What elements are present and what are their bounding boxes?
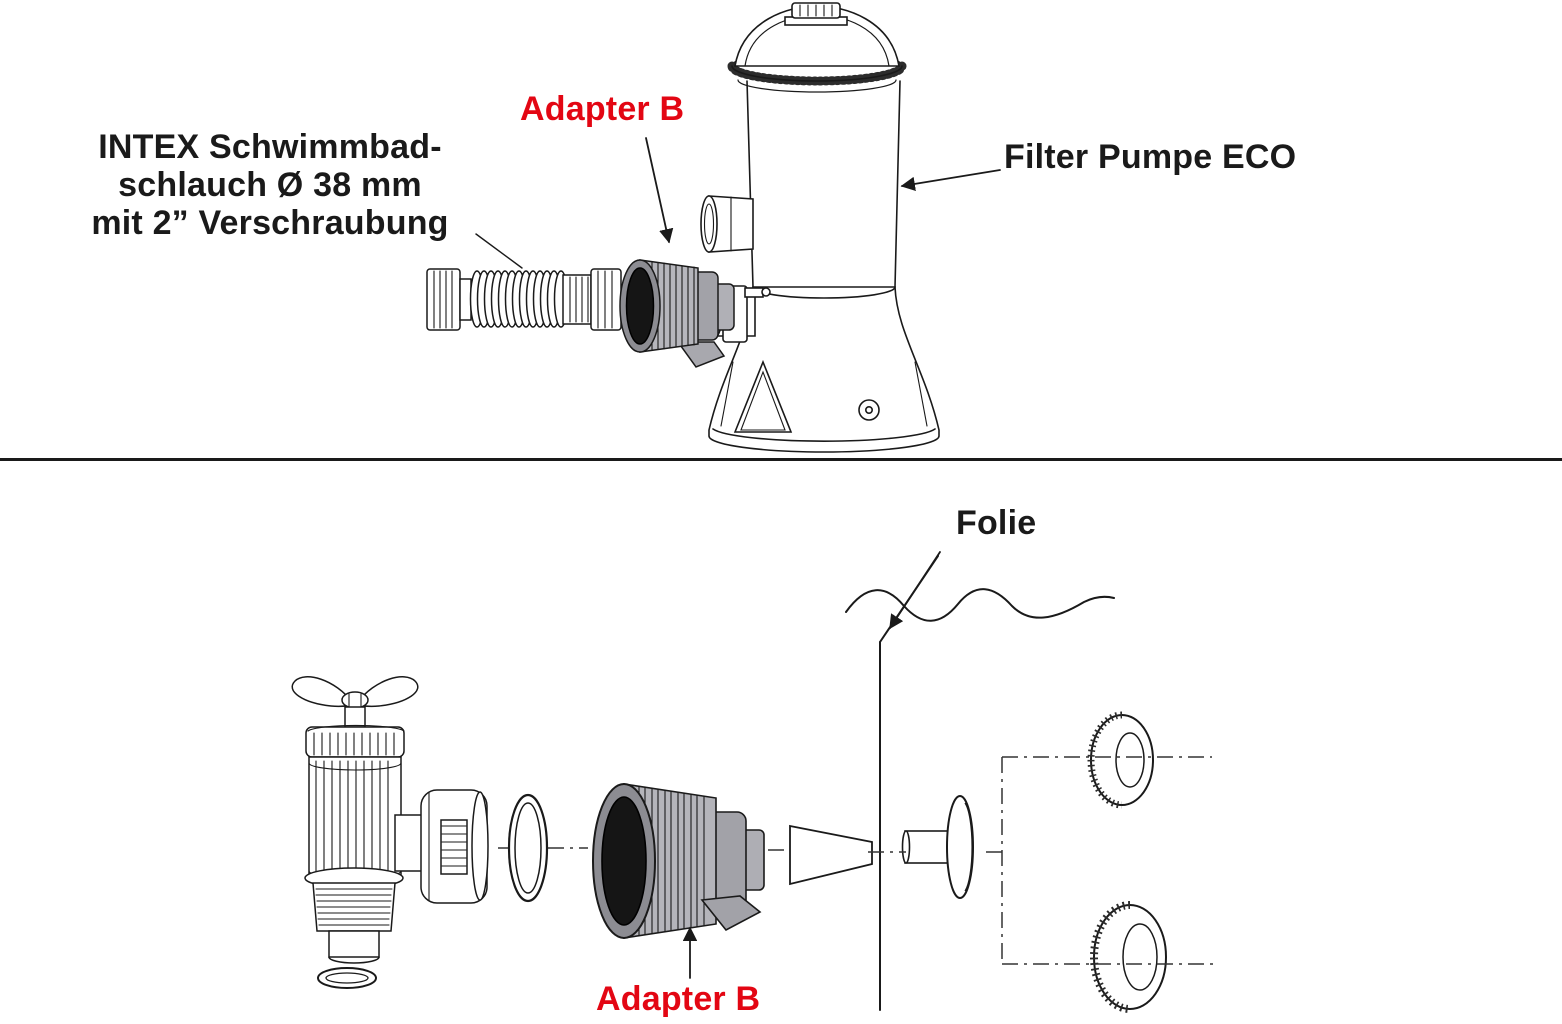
cone-fitting-drawing <box>789 824 873 886</box>
assembly-centerlines <box>498 756 1218 965</box>
gasket-drawing <box>507 793 549 903</box>
pool-hose-drawing <box>426 268 622 331</box>
adapter-b-top-arrow <box>645 137 674 244</box>
hose-label: INTEX Schwimmbad- schlauch Ø 38 mm mit 2… <box>91 128 449 243</box>
hose-leader-line <box>475 233 523 269</box>
plunger-valve-drawing <box>291 676 489 989</box>
small-nut-drawing <box>1087 711 1154 809</box>
large-nut-drawing <box>1090 901 1167 1013</box>
pump-arrow <box>900 169 1001 192</box>
adapter-b-bottom-drawing <box>592 783 765 939</box>
foil-label: Folie <box>956 504 1037 542</box>
adapter-b-label-bottom: Adapter B <box>596 980 761 1018</box>
wall-connector-drawing <box>901 795 974 899</box>
adapter-b-top-drawing <box>619 259 735 368</box>
section-divider <box>0 458 1562 461</box>
adapter-b-label-top: Adapter B <box>520 90 685 128</box>
pump-label: Filter Pumpe ECO <box>1004 138 1297 176</box>
foil-arrow <box>889 551 941 630</box>
